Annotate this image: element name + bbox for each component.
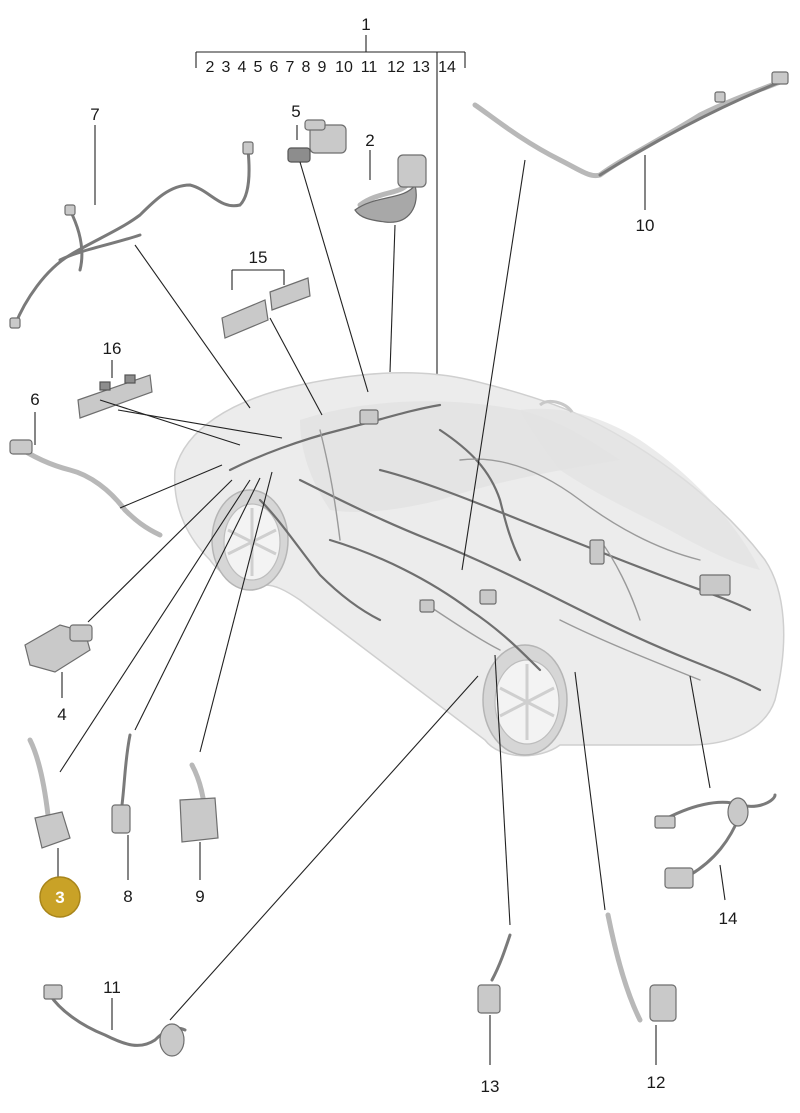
part-3-cable [27,737,71,849]
part-2-connector [354,154,427,223]
range-item: 10 [335,59,353,76]
leader-lines [34,125,726,1065]
range-item: 12 [387,59,405,76]
part-5-sensor [287,119,347,163]
range-item: 5 [254,59,263,76]
callout-7: 7 [90,105,99,124]
part-8-sensor [111,733,132,834]
main-callout-label: 1 [361,15,370,34]
callout-15: 15 [249,248,268,267]
callout-14: 14 [719,909,738,928]
range-item: 6 [270,59,279,76]
callout-13: 13 [481,1077,500,1096]
range-item: 14 [438,59,456,76]
callout-9: 9 [195,887,204,906]
callout-11: 11 [103,978,121,997]
range-item: 2 [206,59,215,76]
range-item: 4 [238,59,247,76]
range-item: 13 [412,59,430,76]
part-13-sensor [477,933,512,1014]
range-item: 7 [286,59,295,76]
part-16-bracket [77,374,153,419]
callout-6: 6 [30,390,39,409]
part-15-brackets [221,277,311,339]
main-harness [228,403,762,692]
range-item: 11 [361,59,378,76]
part-12-cable [605,912,677,1023]
callout-16: 16 [103,339,122,358]
callout-labels: 2 4 5 6 7 8 9 10 11 12 13 14 15 16 [30,102,737,1096]
range-item: 8 [302,59,311,76]
part-6-harness [9,439,163,538]
range-item: 9 [318,59,327,76]
callout-3-highlighted[interactable]: 3 [39,876,81,918]
main-callout-range: 2 3 4 5 6 7 8 9 10 11 12 13 14 [206,59,456,76]
callout-10: 10 [636,216,655,235]
rear-wheel [482,644,568,756]
callout-8: 8 [123,887,132,906]
callout-2: 2 [365,131,374,150]
callout-5: 5 [291,102,300,121]
part-14-harness [654,793,777,889]
car-body [173,372,785,757]
callout-3: 3 [55,888,64,907]
part-9-connector [179,762,219,843]
range-item: 3 [222,59,231,76]
part-4-connector [24,624,93,673]
callout-12: 12 [647,1073,666,1092]
part-10-harness [472,71,789,179]
front-wheel [211,489,289,591]
part-7-harness [9,141,254,329]
part-11-harness [43,984,187,1057]
callout-4: 4 [57,705,66,724]
